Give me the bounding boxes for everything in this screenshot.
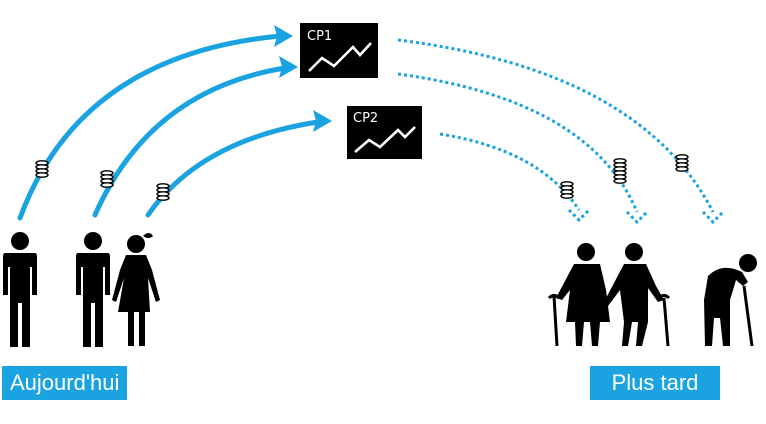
label-later: Plus tard bbox=[590, 366, 720, 400]
people-today bbox=[3, 232, 160, 347]
panel-cp2: CP2 bbox=[347, 106, 422, 159]
people-later bbox=[547, 243, 757, 347]
person-icon bbox=[3, 232, 37, 347]
elderly-person-icon bbox=[604, 243, 671, 347]
cane-icon bbox=[742, 285, 754, 347]
arrow-to-cp1-a bbox=[17, 33, 283, 221]
arrow-to-cp1-b bbox=[92, 65, 288, 218]
panel-cp2-label: CP2 bbox=[353, 111, 378, 126]
rising-chart-icon bbox=[308, 42, 372, 72]
label-today: Aujourd'hui bbox=[2, 366, 128, 400]
elderly-person-icon bbox=[547, 243, 610, 347]
person-icon bbox=[112, 233, 160, 346]
cane-icon bbox=[552, 295, 559, 347]
dashed-arrows bbox=[397, 38, 715, 213]
panel-cp1: CP1 bbox=[300, 23, 378, 78]
elderly-person-icon bbox=[704, 254, 757, 347]
arrow-to-cp2 bbox=[145, 119, 321, 218]
rising-chart-icon bbox=[354, 126, 416, 153]
cane-icon bbox=[662, 297, 670, 347]
person-icon bbox=[76, 232, 110, 347]
coin-stack-icon bbox=[35, 154, 689, 201]
panel-cp1-label: CP1 bbox=[307, 29, 332, 44]
